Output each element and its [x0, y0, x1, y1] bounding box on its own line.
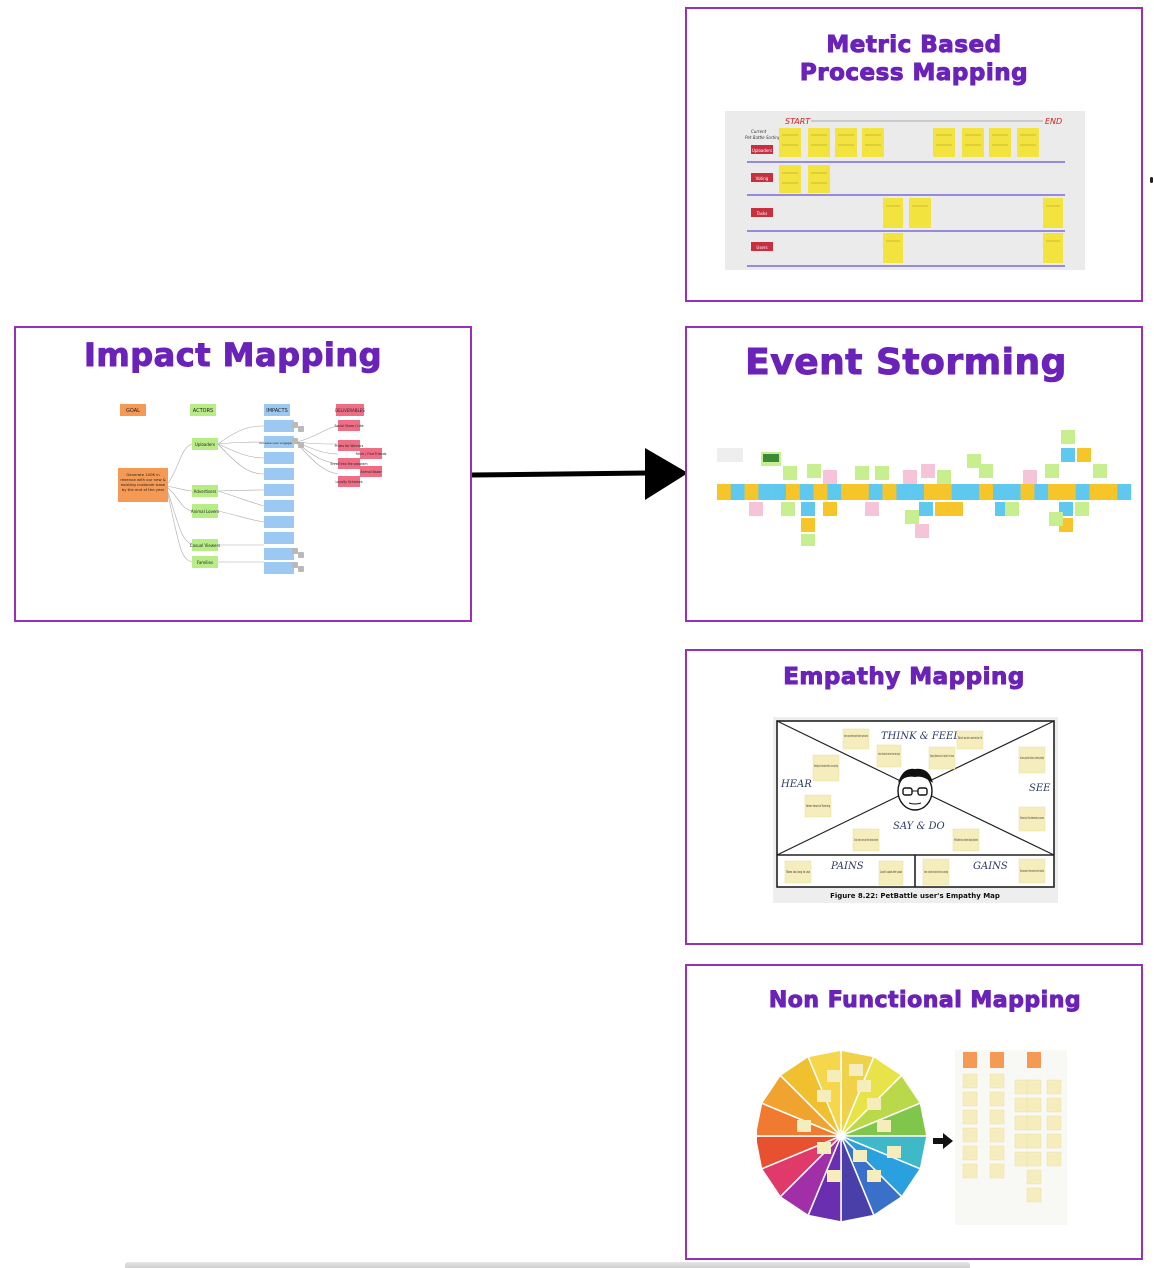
event-storm-board: [705, 428, 1135, 548]
empathy-caption: Figure 8.22: PetBattle user's Empathy Ma…: [830, 892, 1000, 900]
metric-process-mapping-panel[interactable]: Metric Based Process Mapping START END C…: [685, 7, 1143, 302]
horizontal-scrollbar[interactable]: [125, 1262, 970, 1268]
col-deliverables: DELIVERABLES: [335, 408, 365, 413]
col-actors: ACTORS: [193, 408, 213, 414]
empathy-note-7: Only learn one pet for Hondo home: [854, 838, 878, 842]
label-think-feel: THINK & FEEL: [881, 731, 960, 742]
actor-animal-lovers: Animal Lovers: [191, 509, 219, 514]
lane-users: Users: [756, 245, 767, 250]
metric-board-image: START END Current Pet Battle Sorting Upl…: [725, 111, 1085, 270]
metric-title-line1: Metric Based: [826, 32, 1002, 59]
actor-casual-viewers: Casual Viewers: [190, 543, 220, 548]
corner-label-1: Current: [751, 129, 767, 134]
deliverable-loyalty: Loyalty Schemes: [335, 480, 362, 484]
start-label: START: [785, 117, 811, 126]
actor-families: Families: [197, 560, 213, 565]
lane-uploaders: Uploaders: [752, 148, 772, 153]
label-say-do: SAY & DO: [893, 821, 945, 832]
label-gains: GAINS: [973, 861, 1008, 872]
empathy-note-14: Dive around of the winner to the heatlis…: [1020, 869, 1044, 873]
deliverable-find-friends: Fetch / Find Friends: [356, 452, 387, 456]
metric-title-line2: Process Mapping: [799, 60, 1029, 87]
non-functional-mapping-panel[interactable]: Non Functional Mapping: [685, 964, 1143, 1260]
label-hear: HEAR: [780, 779, 812, 790]
metric-panel-title: Metric Based Process Mapping: [687, 31, 1141, 87]
corner-label-2: Pet Battle Sorting: [745, 135, 781, 140]
empathy-note-12: Couldn't upload after upload: [880, 870, 902, 874]
actor-advertisers: Advertisers: [194, 489, 217, 494]
arrow-right-icon: [470, 448, 690, 503]
empathy-note-8: Pet Battle what interest body statisfice: [954, 838, 978, 842]
end-label: END: [1045, 117, 1062, 126]
deliverable-prizes: Prizes for Winners: [335, 444, 364, 448]
deliverable-bazar: Animal Bazar: [360, 470, 382, 474]
impact-panel-title: Impact Mapping: [84, 336, 383, 375]
empathy-map-image: THINK & FEEL HEAR SEE SAY & DO PAINS GAI…: [773, 717, 1058, 903]
lane-voting: Voting: [756, 176, 769, 181]
nfm-panel-title: Non Functional Mapping: [768, 988, 1082, 1014]
impact-engaged: Increase user engagement: [259, 441, 300, 445]
empathy-panel-title: Empathy Mapping: [783, 664, 1025, 691]
event-panel-title: Event Storming: [745, 342, 1067, 384]
empathy-note-4: Which would a animal be I'd: [958, 736, 982, 740]
actor-uploaders: Uploaders: [195, 442, 215, 447]
empathy-note-3: Saying thanks as a trusted, I'm done: [930, 754, 954, 758]
edge-marker: [1150, 177, 1153, 183]
empathy-note-1: Users connecting with other pet lovers: [844, 734, 868, 738]
lane-tasks: Tasks: [756, 211, 768, 216]
impact-mapping-panel[interactable]: Impact Mapping GOAL ACTORS IMPACTS DELIV…: [14, 326, 472, 622]
col-goal: GOAL: [126, 408, 140, 414]
empathy-note-6: Never heard of Evening: [806, 804, 830, 808]
col-impacts: IMPACTS: [266, 408, 288, 414]
empathy-note-13: Viewer, new battle not lokkend the pet i…: [924, 870, 948, 874]
empathy-note-11: Takes too long to use: [785, 870, 810, 874]
impact-map-image: GOAL ACTORS IMPACTS DELIVERABLES: [100, 398, 390, 578]
empathy-note-2: Invites a friends with new than other ne…: [878, 752, 900, 756]
nfm-wheel-image: [754, 1049, 1069, 1225]
label-pains: PAINS: [830, 861, 864, 872]
deliverable-enroll: Enroll into the program: [331, 462, 368, 466]
empathy-note-10: Follows tea, Pride statements on screen: [1020, 816, 1044, 820]
empathy-note-9: Not sure upload with button or I watchin…: [1020, 756, 1044, 760]
event-storming-panel[interactable]: Event Storming: [685, 326, 1143, 622]
empathy-note-5: Realising the second effects is surprisi…: [814, 764, 838, 768]
person-face-icon: [897, 768, 933, 811]
empathy-mapping-panel[interactable]: Empathy Mapping THINK & FEEL HEAR SEE SA…: [685, 649, 1143, 945]
deliverable-social: Social Share / Like: [334, 424, 363, 428]
label-see: SEE: [1029, 783, 1051, 794]
